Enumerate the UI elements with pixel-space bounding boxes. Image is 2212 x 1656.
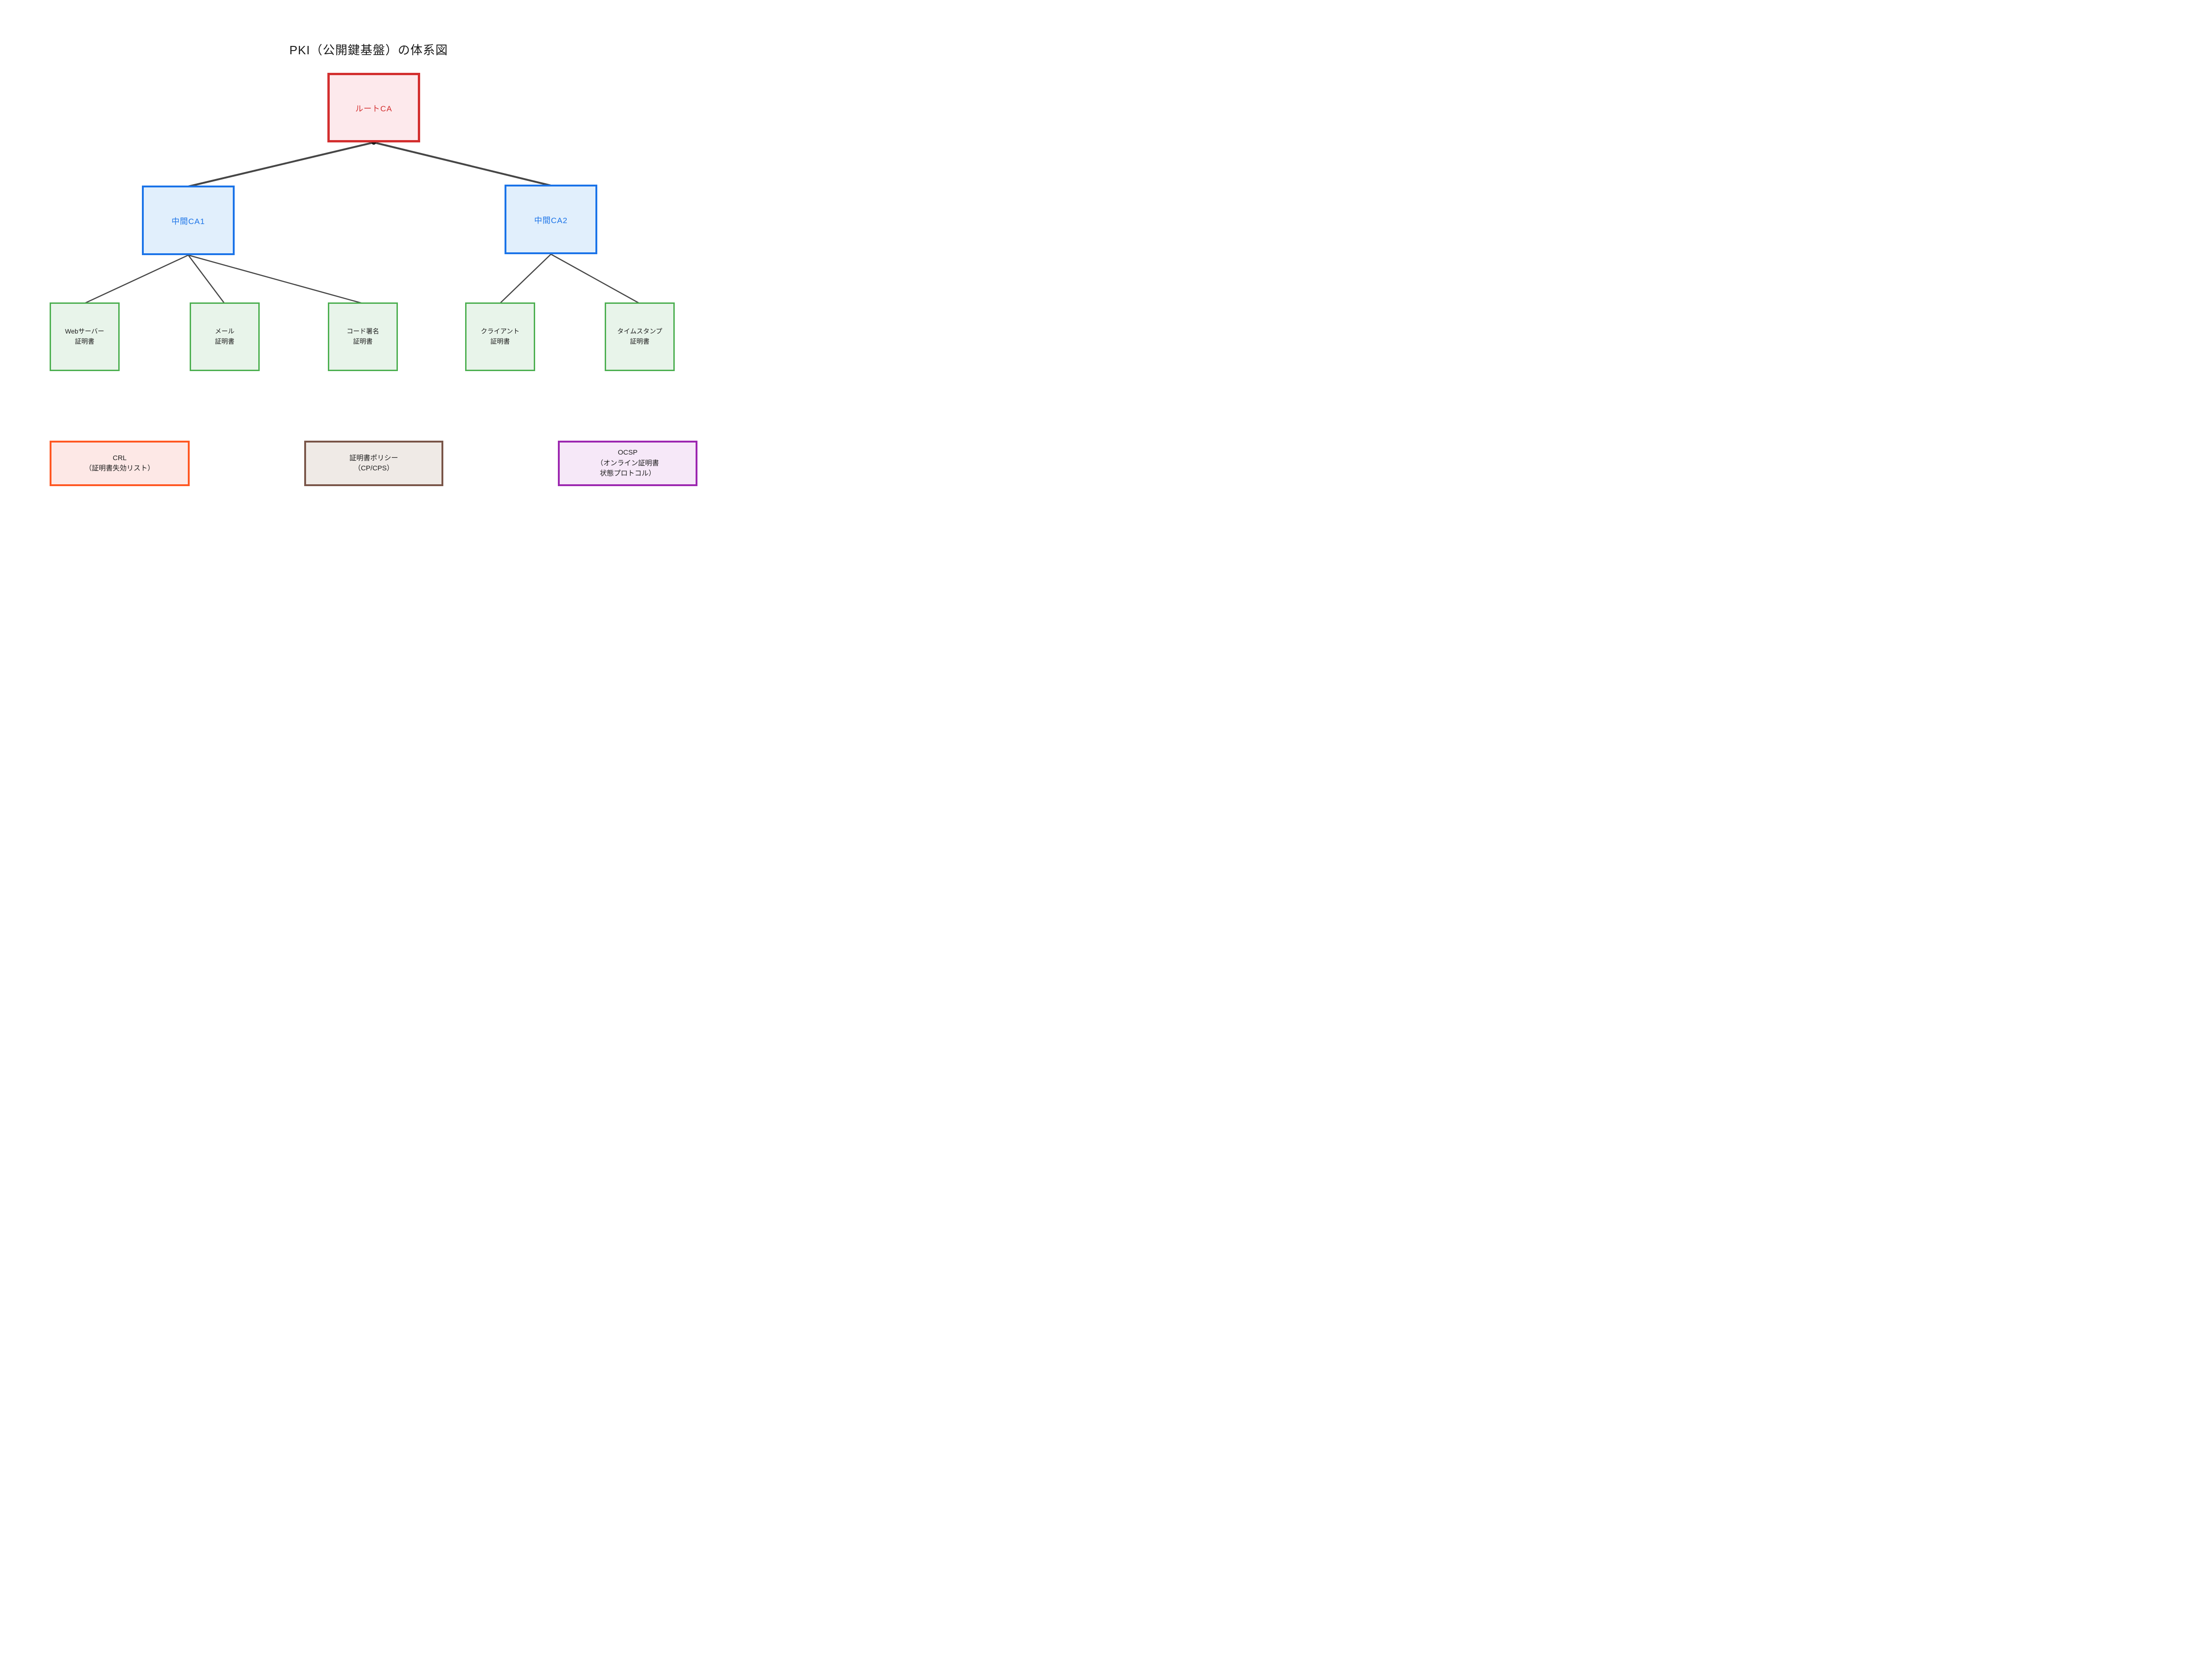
node-mail-cert-label-line2: 証明書 — [215, 338, 235, 345]
node-mail-cert: メール 証明書 — [190, 302, 260, 371]
node-intermediate-ca2-label: 中間CA2 — [534, 216, 568, 225]
node-ocsp-label-line1: OCSP — [618, 449, 638, 457]
edge-rootca-ca2 — [373, 141, 551, 186]
edge-rootca-ca1 — [188, 141, 374, 187]
node-code-signing-cert-label-line2: 証明書 — [353, 338, 373, 345]
node-cert-policy-label-line1: 証明書ポリシー — [349, 454, 398, 462]
node-client-cert-label-line2: 証明書 — [490, 338, 510, 345]
edge-ca1-mail — [188, 255, 225, 304]
node-crl: CRL （証明書失効リスト） — [50, 441, 190, 486]
node-intermediate-ca2: 中間CA2 — [505, 185, 597, 254]
edge-ca2-timestamp — [550, 253, 640, 304]
node-client-cert-label-line1: クライアント — [480, 327, 520, 335]
node-mail-cert-label-line1: メール — [215, 327, 235, 335]
node-code-signing-cert-label-line1: コード署名 — [346, 327, 379, 335]
node-timestamp-cert-label-line2: 証明書 — [630, 338, 650, 345]
pki-diagram-canvas: PKI（公開鍵基盤）の体系図 ルートCA 中間CA1 中間CA2 Webサーバー… — [0, 0, 737, 552]
node-ocsp-label-line3: 状態プロトコル） — [600, 469, 656, 478]
edge-ca1-webserver — [84, 254, 189, 304]
node-root-ca-label: ルートCA — [355, 104, 392, 113]
edge-ca2-client — [499, 254, 551, 304]
edge-ca1-codesigning — [188, 254, 363, 304]
diagram-title: PKI（公開鍵基盤）の体系図 — [289, 43, 448, 57]
node-crl-label-line1: CRL — [112, 454, 127, 462]
node-timestamp-cert: タイムスタンプ 証明書 — [605, 302, 675, 371]
node-web-server-cert-label-line1: Webサーバー — [65, 327, 104, 335]
node-client-cert: クライアント 証明書 — [465, 302, 535, 371]
node-crl-label-line2: （証明書失効リスト） — [84, 464, 154, 472]
node-ocsp: OCSP （オンライン証明書 状態プロトコル） — [558, 441, 697, 486]
node-intermediate-ca1: 中間CA1 — [142, 186, 235, 255]
node-code-signing-cert: コード署名 証明書 — [328, 302, 398, 371]
node-cert-policy: 証明書ポリシー （CP/CPS） — [304, 441, 443, 486]
node-timestamp-cert-label-line1: タイムスタンプ — [617, 327, 663, 335]
node-web-server-cert: Webサーバー 証明書 — [50, 302, 120, 371]
node-web-server-cert-label-line2: 証明書 — [75, 338, 95, 345]
node-root-ca: ルートCA — [327, 73, 420, 142]
node-cert-policy-label-line2: （CP/CPS） — [354, 464, 394, 472]
node-ocsp-label-line2: （オンライン証明書 — [596, 459, 659, 467]
node-intermediate-ca1-label: 中間CA1 — [171, 217, 205, 226]
